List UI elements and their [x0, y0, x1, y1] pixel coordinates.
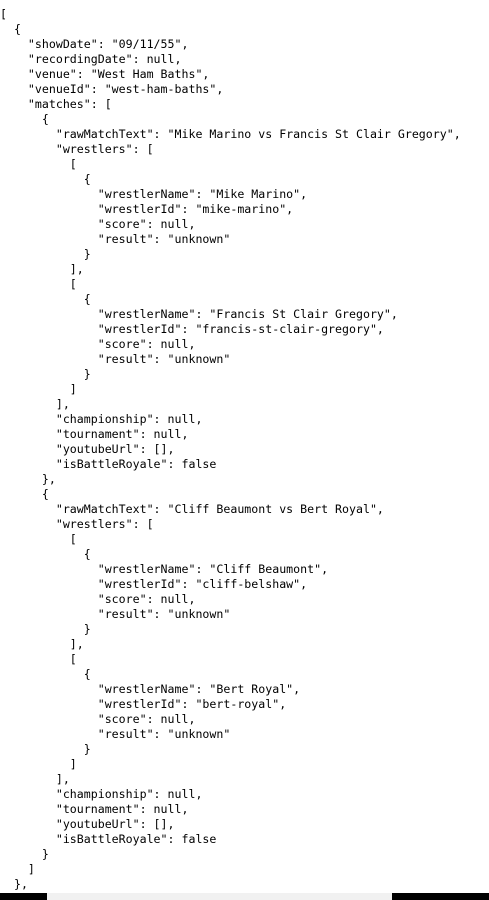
code-line: "matches": [: [0, 97, 112, 111]
code-line: }: [0, 247, 91, 261]
code-line: "wrestlers": [: [0, 142, 154, 156]
horizontal-scrollbar[interactable]: [0, 893, 489, 900]
code-line: "wrestlerId": "cliff-belshaw",: [0, 577, 308, 591]
code-line: }: [0, 622, 91, 636]
code-line: "championship": null,: [0, 787, 203, 801]
code-line: ],: [0, 397, 70, 411]
code-line: "wrestlerName": "Cliff Beaumont",: [0, 562, 329, 576]
code-line: },: [0, 472, 56, 486]
scrollbar-thumb-right[interactable]: [392, 893, 489, 900]
code-line: [: [0, 277, 77, 291]
code-line: "score": null,: [0, 712, 196, 726]
code-line: {: [0, 22, 21, 36]
code-line: ]: [0, 757, 77, 771]
code-line: {: [0, 487, 49, 501]
code-line: "youtubeUrl": [],: [0, 817, 175, 831]
code-line: "wrestlerName": "Mike Marino",: [0, 187, 308, 201]
code-line: {: [0, 547, 91, 561]
code-line: "venueId": "west-ham-baths",: [0, 82, 224, 96]
code-line: "result": "unknown": [0, 352, 231, 366]
code-line: "wrestlerId": "bert-royal",: [0, 697, 287, 711]
scrollbar-thumb-left[interactable]: [0, 893, 47, 900]
code-line: "wrestlerName": "Bert Royal",: [0, 682, 301, 696]
code-line: "isBattleRoyale": false: [0, 832, 217, 846]
code-line: },: [0, 877, 28, 891]
code-line: "score": null,: [0, 337, 196, 351]
code-line: "rawMatchText": "Mike Marino vs Francis …: [0, 127, 461, 141]
code-line: "wrestlerName": "Francis St Clair Gregor…: [0, 307, 398, 321]
code-line: }: [0, 367, 91, 381]
code-line: "wrestlerId": "mike-marino",: [0, 202, 294, 216]
code-line: {: [0, 292, 91, 306]
code-line: "showDate": "09/11/55",: [0, 37, 189, 51]
code-line: {: [0, 667, 91, 681]
code-line: ]: [0, 382, 77, 396]
code-line: "wrestlers": [: [0, 517, 154, 531]
code-line: [: [0, 532, 77, 546]
code-line: }: [0, 742, 91, 756]
code-line: }: [0, 847, 49, 861]
code-line: "result": "unknown": [0, 727, 231, 741]
code-line: [: [0, 652, 77, 666]
code-line: "wrestlerId": "francis-st-clair-gregory"…: [0, 322, 384, 336]
code-line: {: [0, 112, 49, 126]
code-line: ]: [0, 862, 35, 876]
code-line: "youtubeUrl": [],: [0, 442, 175, 456]
code-line: ],: [0, 637, 84, 651]
code-line: [: [0, 157, 77, 171]
code-line: ],: [0, 772, 70, 786]
code-line: "recordingDate": null,: [0, 52, 182, 66]
code-line: "championship": null,: [0, 412, 203, 426]
code-line: "result": "unknown": [0, 607, 231, 621]
code-line: "score": null,: [0, 592, 196, 606]
code-line: [: [0, 7, 7, 21]
code-line: "isBattleRoyale": false: [0, 457, 217, 471]
code-line: {: [0, 172, 91, 186]
code-line: "rawMatchText": "Cliff Beaumont vs Bert …: [0, 502, 384, 516]
code-line: ],: [0, 262, 84, 276]
code-line: "result": "unknown": [0, 232, 231, 246]
code-line: "venue": "West Ham Baths",: [0, 67, 210, 81]
code-line: "score": null,: [0, 217, 196, 231]
code-line: "tournament": null,: [0, 802, 189, 816]
code-line: "tournament": null,: [0, 427, 189, 441]
